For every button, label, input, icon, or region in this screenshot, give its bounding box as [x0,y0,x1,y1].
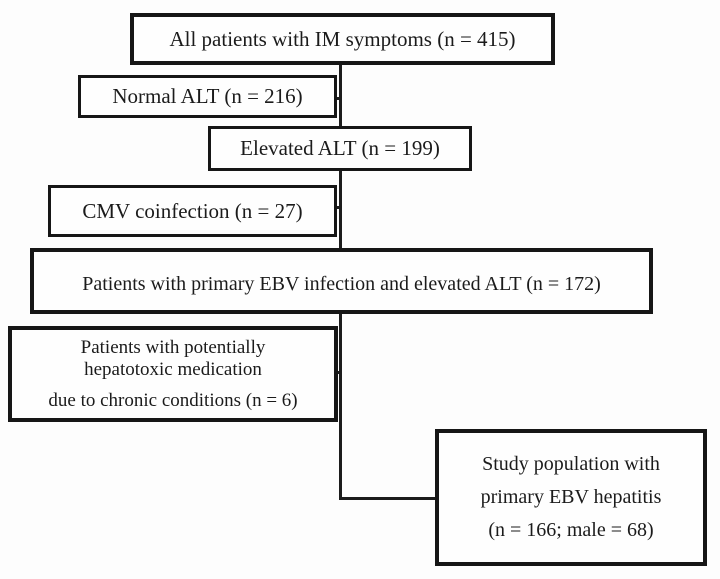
node-elevated-alt-label: Elevated ALT (n = 199) [240,136,440,161]
node-all-patients-label: All patients with IM symptoms (n = 415) [169,26,516,51]
node-hepatotoxic-line-2: hepatotoxic medication [84,358,262,380]
node-study-population-line-3: (n = 166; male = 68) [488,519,654,541]
node-elevated-alt: Elevated ALT (n = 199) [208,126,472,171]
node-normal-alt-label: Normal ALT (n = 216) [112,84,303,109]
node-study-population-line-1: Study population with [482,453,660,475]
node-cmv-coinfection: CMV coinfection (n = 27) [48,185,337,237]
node-cmv-coinfection-label: CMV coinfection (n = 27) [82,198,303,223]
node-normal-alt: Normal ALT (n = 216) [78,75,337,118]
connector-spine-bottom [339,314,342,500]
connector-spine-middle [339,171,342,248]
node-study-population: Study population with primary EBV hepati… [435,429,707,566]
node-primary-ebv-label: Patients with primary EBV infection and … [82,272,601,295]
node-primary-ebv: Patients with primary EBV infection and … [30,248,653,314]
node-hepatotoxic-line-1: Patients with potentially [80,336,266,358]
node-all-patients: All patients with IM symptoms (n = 415) [130,13,555,65]
connector-spine-top [339,65,342,126]
node-study-population-line-2: primary EBV hepatitis [480,486,662,508]
node-hepatotoxic-medication: Patients with potentially hepatotoxic me… [8,326,338,422]
connector-elbow-to-study [339,497,438,500]
node-hepatotoxic-line-3: due to chronic conditions (n = 6) [48,389,298,411]
